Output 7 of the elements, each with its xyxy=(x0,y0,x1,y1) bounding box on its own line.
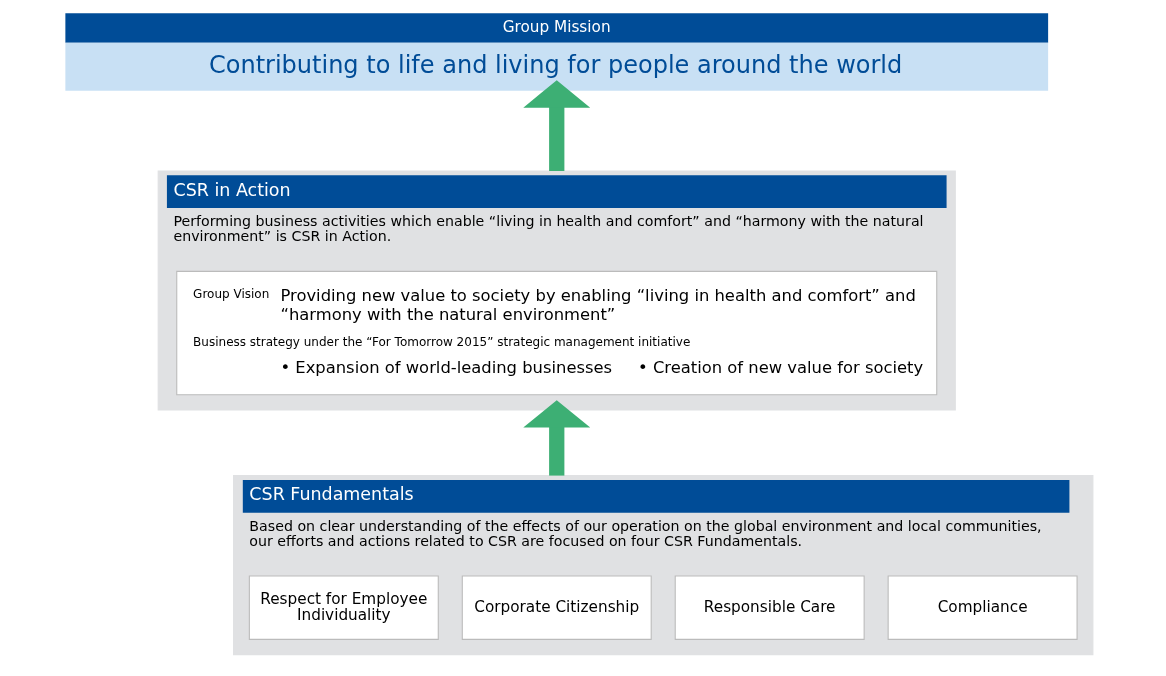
node-box: Respect for Employee Individuality xyxy=(248,575,439,640)
arrow xyxy=(522,80,590,171)
node-box: Corporate Citizenship xyxy=(461,575,652,640)
node-box: Compliance xyxy=(887,575,1078,640)
node-box: Group Vision Providing new value to society by enabling “living in health and comfort” and “harmony with the natural environment” Business strategy under the “For Tomorrow 2015” strategic management initiative • Expansion of world-leading businesses • Creation of new value for society xyxy=(175,270,937,396)
arrow xyxy=(522,400,590,476)
node-box: Responsible Care xyxy=(674,575,865,640)
